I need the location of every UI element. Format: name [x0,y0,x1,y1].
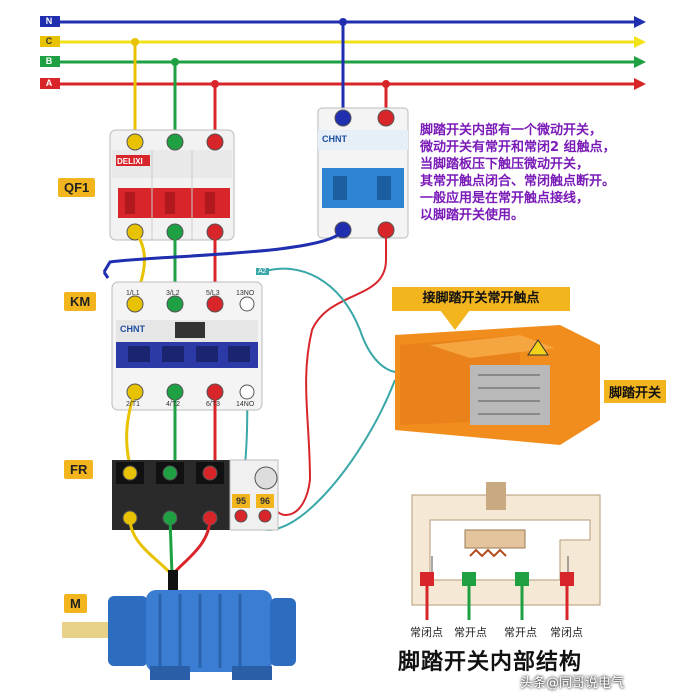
km-contactor [111,281,263,411]
km-terminal-top-2: 3/L2 [166,290,180,297]
bus-lines [40,16,646,90]
km-terminal-top-4: 13NO [236,290,255,297]
contact-label-nc-right: 常闭点 [550,626,583,639]
contact-label-no-left: 常开点 [454,626,487,639]
foot-switch [395,310,600,445]
km-to-fr-wires [125,391,217,466]
footswitch-label: 脚踏开关 [604,380,667,403]
fr-label: FR [64,460,94,479]
km-terminal-bottom-1: 2/T1 [126,401,141,408]
fr-to-motor-wires [128,517,212,606]
contactor-brand: CHNT [120,324,145,334]
km-terminal-top-1: 1/L1 [126,290,140,297]
breaker-brand: DELIXI [117,157,143,166]
note-line-3: 当脚踏板压下触压微动开关， [420,157,590,172]
mcb-breaker [317,107,409,239]
note-line-5: 一般应用是在常开触点接线， [420,191,590,206]
m-label: M [64,594,87,613]
fr-thermal-relay [112,459,279,531]
note-line-4: 其常开触点闭合、常闭触点断开。 [420,174,616,189]
qf1-breaker [109,129,235,241]
footswitch-note: 脚踏开关内部有一个微动开关， 微动开关有常开和常闭2 组触点， 当脚踏板压下触压… [420,122,692,224]
km-terminal-bottom-2: 4/T2 [166,401,181,408]
fr-contact-95: 95 [236,496,247,506]
fr-contact-96: 96 [260,496,271,506]
bus-label-n: N [45,16,53,26]
contact-label-nc-left: 常闭点 [410,626,443,639]
no-contact-callout: 接脚踏开关常开触点 [392,287,570,311]
a2-label: A2 [256,268,269,275]
note-line-2: 微动开关有常开和常闭2 组触点， [420,140,616,155]
km-terminal-top-3: 5/L3 [206,290,220,297]
footswitch-structure [411,482,601,620]
note-line-1: 脚踏开关内部有一个微动开关， [420,123,603,138]
structure-title: 脚踏开关内部结构 [398,649,583,675]
qf1-label: QF1 [58,178,96,197]
contact-label-no-right: 常开点 [504,626,537,639]
mcb-brand: CHNT [322,134,347,144]
km-label: KM [64,292,97,311]
watermark: 头条@同哥说电气 [520,676,625,691]
km-terminal-bottom-3: 6/T3 [206,401,221,408]
note-line-6: 以脚踏开关使用。 [420,208,525,223]
km-terminal-bottom-4: 14NO [236,401,255,408]
motor [62,590,296,680]
bus-label-b: B [45,56,53,66]
bus-label-a: A [45,78,53,88]
bus-label-c: C [45,36,53,46]
